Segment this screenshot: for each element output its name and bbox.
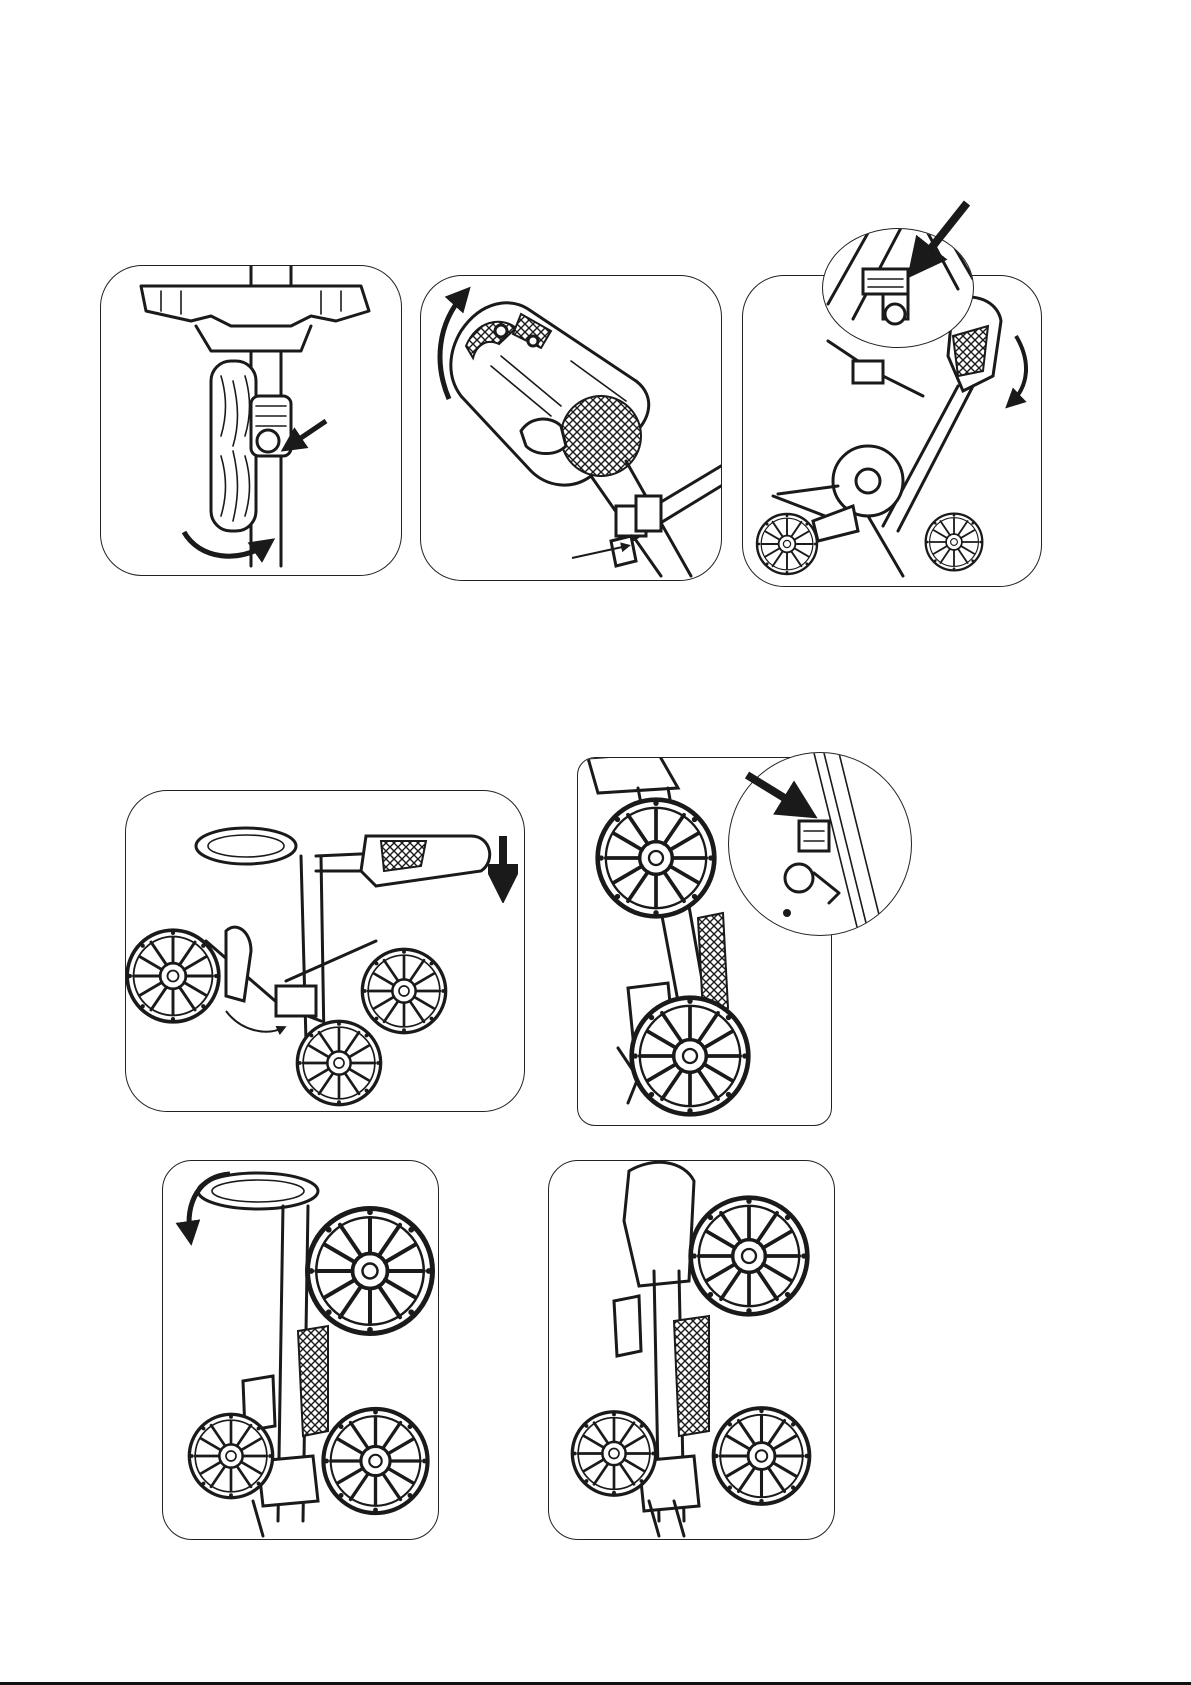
cart-wheel-icon [586,788,726,928]
rotate-arrow-icon [429,284,474,404]
pointer-arrow-icon [742,770,822,822]
cart-wheel-icon [313,1386,438,1536]
figure-step-1 [100,265,402,576]
cart-wheel-icon [704,1381,819,1531]
figure-step-7 [548,1160,835,1540]
rotate-arrow-icon [175,1166,235,1246]
figure-step-6 [162,1160,439,1540]
rotate-arrow-icon [221,1006,291,1041]
cart-wheel-icon [679,1176,819,1336]
cart-wheel-icon [620,986,760,1126]
cart-wheel-icon [751,508,823,580]
cart-wheel-icon [564,1376,664,1531]
rotate-arrow-icon [1001,331,1036,411]
cart-wheel-icon [920,508,988,576]
pointer-arrow-icon [905,198,975,278]
pointer-arrow-icon [271,416,331,456]
figure-step-4 [125,790,525,1112]
cart-wheel-icon [125,921,228,1031]
cart-wheel-icon [295,1196,439,1346]
pointer-arrow-icon [569,538,639,563]
rotate-arrow-icon [179,524,279,569]
pointer-arrow-icon [488,833,518,903]
cart-wheel-icon [289,1013,389,1112]
cart-wheel-icon [181,1381,281,1531]
figure-step-2 [420,275,722,581]
